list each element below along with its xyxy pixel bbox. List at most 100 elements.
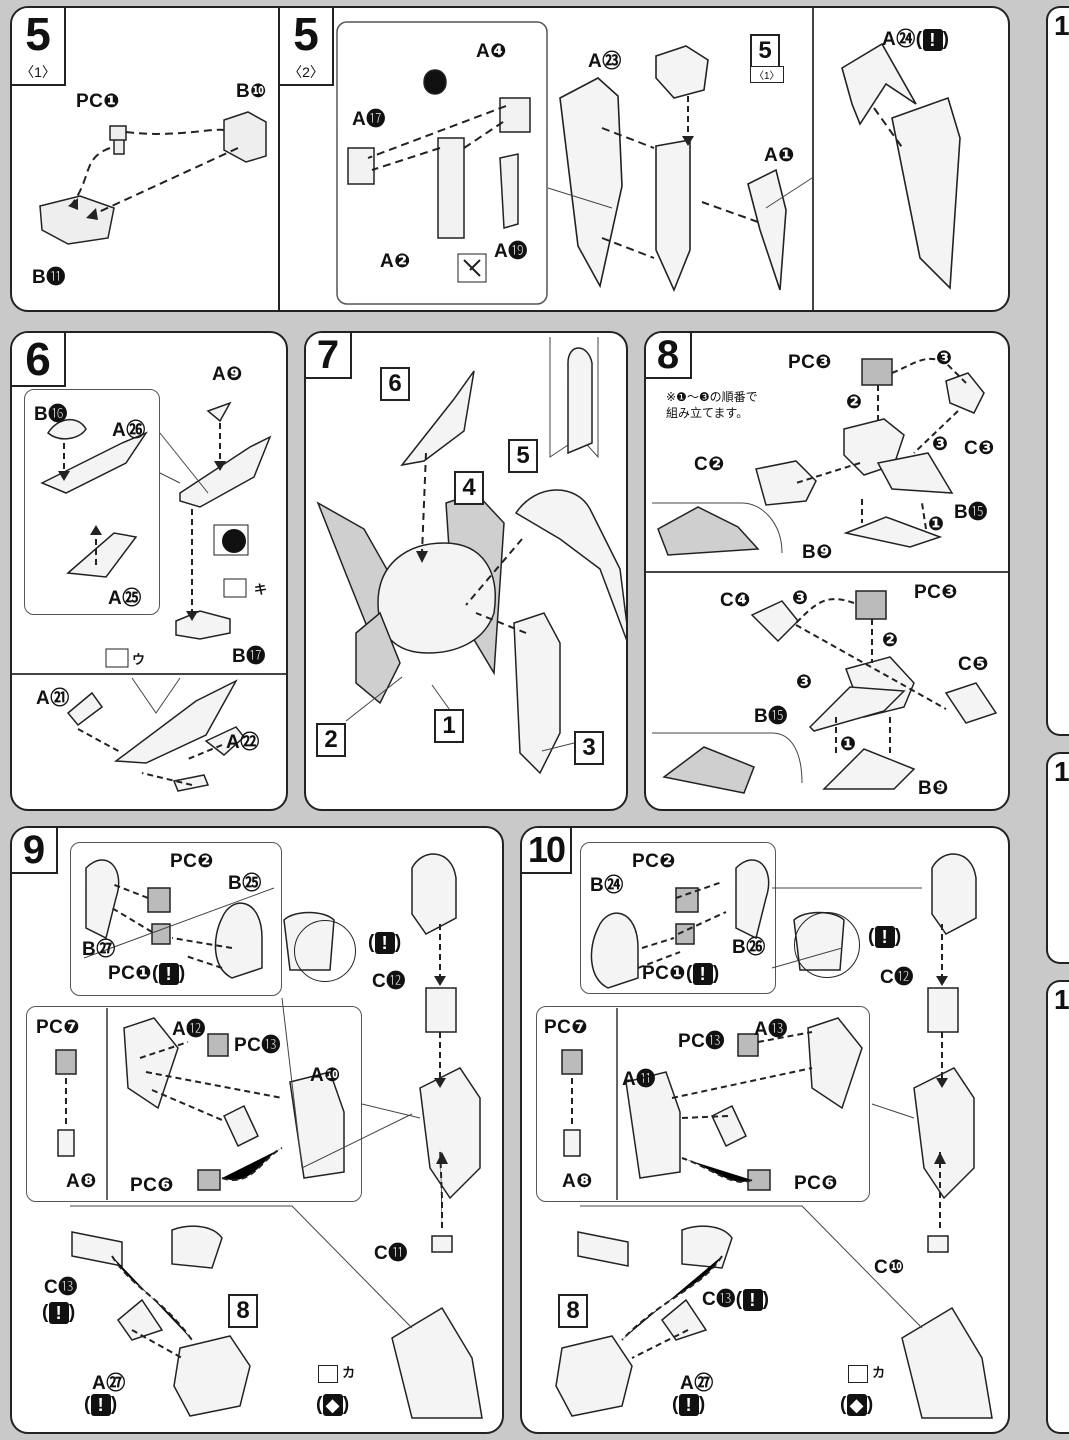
ref-part-3: 3	[574, 731, 604, 765]
step-number-8: 8	[646, 333, 692, 379]
label-c12: C⓬	[372, 971, 406, 992]
label-b27: B㉗	[82, 939, 116, 960]
step-9-illustration	[55, 853, 483, 1419]
joint-detail-circle	[294, 920, 356, 982]
order-arrow-3b: ❸	[932, 434, 949, 455]
label-a2: A❷	[380, 251, 411, 272]
caution-icon: !	[374, 932, 395, 954]
label-a21: A㉑	[36, 688, 70, 709]
label-pc-f: PC❻	[794, 1173, 838, 1194]
label-a23: A㉓	[588, 51, 622, 72]
step-10-illustration	[555, 853, 993, 1419]
label-a19: A⓳	[494, 241, 528, 262]
label-a26: A㉖	[112, 420, 146, 441]
label-pc-m: PC⓭	[678, 1031, 725, 1052]
part-pc-j	[109, 125, 127, 155]
order-arrow-1a: ❶	[928, 514, 945, 535]
part-b10	[223, 111, 267, 163]
order-arrow-1b: ❶	[840, 734, 857, 755]
label-pc-f: PC❻	[130, 1175, 174, 1196]
step-9-inset-middle-inner	[106, 1008, 108, 1200]
ka-text: カ	[342, 1365, 356, 1380]
step-7-panel: 7 6 4 5 2 1 3	[304, 331, 628, 811]
label-b15-bottom: B⓯	[754, 706, 788, 727]
label-ka-caution: (◆)	[316, 1394, 350, 1416]
label-b9-top: B❾	[802, 542, 833, 563]
step-number-10: 10	[522, 828, 572, 874]
step-number-5-2: 5	[280, 8, 334, 62]
label-b17: B⓱	[232, 646, 266, 667]
step-8-note-line1: ※❶～❸の順番で	[666, 390, 758, 404]
paren-open: (	[840, 1394, 847, 1416]
label-pc-i-close: )	[178, 963, 186, 984]
label-a11: A⓫	[622, 1069, 656, 1090]
ref-part-8: 8	[558, 1294, 588, 1328]
paren-close: )	[342, 1394, 350, 1416]
order-arrow-2a: ❷	[846, 392, 863, 413]
label-a4: A❹	[476, 41, 507, 62]
paren-close: )	[698, 1394, 706, 1416]
label-pc-c-bottom: PC❸	[914, 582, 958, 603]
caution-icon: !	[158, 962, 179, 985]
label-a27: A㉗	[680, 1373, 714, 1394]
label-a22: A㉒	[226, 732, 260, 753]
label-a13: A⓭	[754, 1019, 788, 1040]
label-c11: C⓫	[374, 1243, 408, 1264]
step-8-illustration	[652, 357, 998, 794]
order-arrow-2b: ❷	[882, 630, 899, 651]
order-arrow-3c: ❸	[792, 588, 809, 609]
ref-part-4: 4	[454, 471, 484, 505]
paren-close: )	[866, 1394, 874, 1416]
step-6-panel: 6 A❾ B⓰ A㉖ A㉕ B⓱ A㉑ A㉒ キ ウ	[10, 331, 288, 811]
substep-label-1: 〈1〉	[12, 60, 66, 86]
label-b25: B㉕	[228, 873, 262, 894]
paren-open: (	[42, 1302, 49, 1324]
label-u-marker: ウ	[132, 652, 146, 667]
step-number-6: 6	[12, 333, 66, 387]
step-number-7: 7	[306, 333, 352, 379]
step-8-panel: 8 ※❶～❸の順番で 組み立てます。 PC❸ C❸ C❷ B⓯ B❾ C❹	[644, 331, 1010, 811]
label-caution-joint: (!)	[368, 932, 402, 954]
step-7-illustration	[316, 337, 626, 775]
label-c13: C⓭	[44, 1277, 78, 1298]
step-5-1-illustration	[39, 21, 961, 305]
right-edge-step-2: 1	[1054, 756, 1069, 787]
divider-right	[812, 8, 814, 310]
label-c13-caution: C⓭(!)	[702, 1284, 769, 1311]
caution-icon: !	[874, 926, 895, 948]
label-ki-marker: キ	[254, 582, 268, 597]
order-arrow-3d: ❸	[796, 672, 813, 693]
label-pc-c-top: PC❸	[788, 352, 832, 373]
label-a27-caution: (!)	[672, 1394, 706, 1416]
substep-label-2: 〈2〉	[280, 60, 334, 86]
step-9-panel: 9	[10, 826, 504, 1434]
step-10-inset-middle-inner	[616, 1008, 618, 1200]
pin-icon: ◆	[322, 1394, 343, 1416]
label-b16: B⓰	[34, 404, 68, 425]
step-8-note: ※❶～❸の順番で 組み立てます。	[666, 389, 758, 421]
label-c4: C❹	[720, 590, 751, 611]
label-pc-b: PC❷	[632, 851, 676, 872]
ref-part-2: 2	[316, 723, 346, 757]
label-a24-text: A㉔(	[882, 29, 923, 50]
label-pc-g: PC❼	[544, 1017, 588, 1038]
right-edge-panel-2: 1	[1046, 752, 1069, 964]
paren-open: (	[316, 1394, 323, 1416]
label-a1: A❶	[764, 145, 795, 166]
paren-close: )	[110, 1394, 118, 1416]
caution-icon: !	[90, 1394, 111, 1416]
ka-text: カ	[872, 1365, 886, 1380]
label-a9: A❾	[212, 364, 243, 385]
right-edge-panel-3: 1	[1046, 980, 1069, 1434]
label-pc-i: PC❶(!)	[108, 962, 186, 985]
caution-icon: !	[922, 28, 943, 51]
right-edge-panel-1: 1	[1046, 6, 1069, 736]
step-8-divider	[646, 571, 1008, 573]
caution-icon: !	[692, 962, 713, 985]
panel-divider	[278, 8, 280, 310]
part-b11	[39, 195, 115, 245]
joint-detail-circle	[794, 912, 860, 978]
label-pc-i-text: PC❶(	[642, 963, 693, 984]
ref-part-1: 1	[434, 709, 464, 743]
label-ka-caution: (◆)	[840, 1394, 874, 1416]
